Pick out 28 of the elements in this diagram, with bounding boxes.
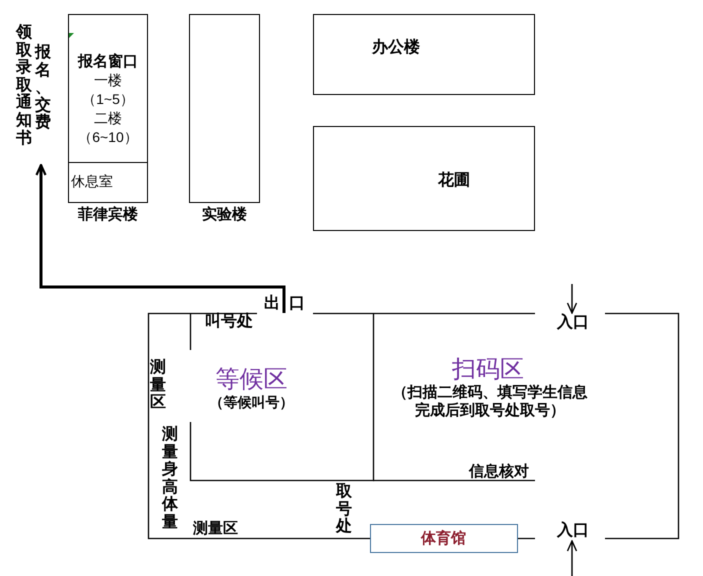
route-arrow — [35, 164, 286, 313]
building-name: 办公楼 — [372, 39, 420, 57]
area-note: （扫描二维码、填写学生信息完成后到取号处取号） — [392, 384, 588, 420]
exit-label: 出口 — [264, 296, 314, 312]
vertical-caption: 报名、交费 — [35, 44, 51, 132]
building-name: 菲律宾楼 — [77, 206, 139, 224]
floor-note: 一楼（1~5）二楼（6~10） — [77, 71, 139, 147]
entrance-label: 入口 — [553, 521, 593, 541]
area-label: 测量区 — [150, 359, 166, 412]
garden-name: 花圃 — [438, 172, 470, 190]
area-label: 测量区 — [193, 521, 238, 537]
gym-name: 体育馆 — [420, 530, 467, 547]
area-note: （等候叫号） — [208, 394, 294, 410]
station-label: 测量身高体量 — [162, 426, 178, 532]
gym-sign-box — [370, 524, 518, 553]
station-label: 取号处 — [336, 483, 352, 536]
room-label: 休息室 — [71, 173, 113, 190]
station-label: 信息核对 — [469, 464, 529, 480]
garden-box — [313, 126, 535, 231]
room-title: 报名窗口 — [76, 53, 139, 71]
entrance-arrow — [566, 284, 578, 314]
vertical-caption: 领取录取通知书 — [16, 24, 32, 148]
entrance-arrow — [566, 540, 578, 576]
building-box — [313, 14, 535, 95]
entrance-label: 入口 — [553, 313, 593, 333]
building-name: 实验楼 — [201, 206, 248, 224]
area-title: 等候区 — [214, 366, 288, 394]
area-title: 扫码区 — [451, 356, 525, 384]
